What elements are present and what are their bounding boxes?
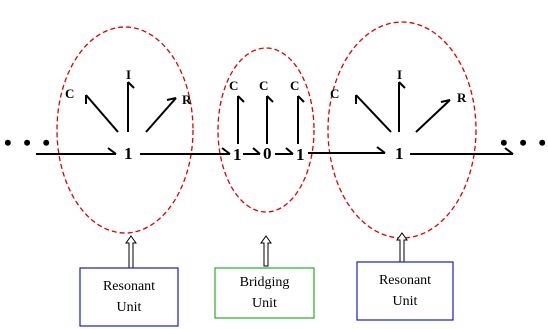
- bridging-label-line2: Unit: [252, 296, 277, 311]
- bond-bridging-0-to-1: [275, 147, 294, 155]
- resonant-right-junction: 1: [395, 144, 404, 163]
- bond-bridging-to-c2: [266, 95, 274, 144]
- resonant-unit-right-ellipse: [327, 21, 477, 239]
- bridging-port-c3: C: [290, 78, 299, 93]
- up-arrow-icon-resonant-right: [396, 232, 408, 263]
- bridging-unit-box: [214, 267, 315, 319]
- resonant-unit-right-label: Resonant Unit: [357, 262, 453, 320]
- bond-resonant-to-bridging: [140, 147, 231, 155]
- resonant-unit-left-box: [79, 267, 179, 327]
- bond-bridging-1-to-0: [243, 147, 261, 155]
- resonant-left-port-r: R: [182, 92, 192, 107]
- resonant-left-junction: 1: [124, 144, 133, 163]
- bond-bridging-to-c3: [297, 95, 305, 144]
- bridging-label-line1: Bridging: [239, 275, 290, 290]
- resonant-left-label-line1: Resonant: [102, 279, 156, 294]
- resonant-right-port-r: R: [457, 90, 467, 105]
- bond-resonant-left-to-r: [145, 97, 177, 133]
- up-arrow-icon-resonant-left: [125, 235, 137, 269]
- resonant-left-port-c: C: [65, 86, 74, 101]
- bond-resonant-left-to-i: [127, 81, 135, 132]
- resonant-right-port-c: C: [330, 86, 339, 101]
- ellipsis-left: • • •: [4, 130, 53, 155]
- bond-resonant-right-to-c: [355, 94, 392, 133]
- resonant-right-label-line2: Unit: [392, 294, 418, 309]
- bond-bridging-to-resonant: [308, 146, 386, 154]
- bridging-junction-left: 1: [233, 145, 242, 164]
- bond-resonant-right-to-i: [398, 81, 406, 132]
- bridging-port-c1: C: [229, 78, 238, 93]
- bridging-unit-ellipse: [217, 47, 315, 213]
- bond-left-input: [36, 147, 117, 155]
- resonant-right-label-line1: Resonant: [378, 273, 432, 288]
- up-arrow-icon-bridging: [260, 235, 272, 267]
- resonant-unit-left-ellipse: [56, 26, 194, 234]
- ellipsis-right: • • •: [500, 130, 548, 155]
- resonant-unit-right-box: [356, 261, 454, 321]
- bridging-junction-right: 1: [296, 145, 305, 164]
- resonant-right-port-i: I: [397, 67, 402, 82]
- bond-resonant-right-to-r: [415, 99, 451, 133]
- bond-bridging-to-c1: [237, 95, 245, 144]
- resonant-unit-left-label: Resonant Unit: [80, 268, 178, 326]
- bond-right-output: [410, 147, 514, 155]
- resonant-left-port-i: I: [126, 67, 131, 82]
- bridging-port-c2: C: [259, 78, 268, 93]
- bond-resonant-left-to-c: [85, 94, 119, 133]
- bridging-unit-label: Bridging Unit: [215, 268, 314, 318]
- resonant-left-label-line2: Unit: [116, 300, 142, 315]
- bridging-junction-center: 0: [263, 144, 272, 163]
